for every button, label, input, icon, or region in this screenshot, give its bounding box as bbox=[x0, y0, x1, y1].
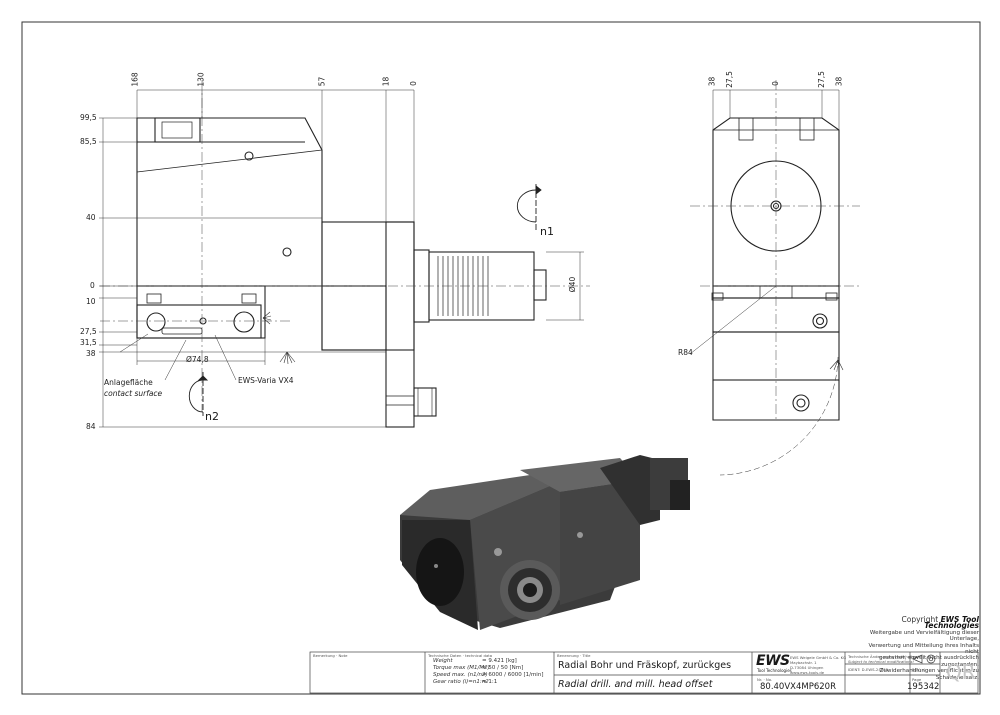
tech-data-label: Technische Daten · technical data bbox=[428, 653, 493, 658]
dim-130: 130 bbox=[196, 72, 206, 87]
part-number: 80.40VX4MP620R bbox=[760, 682, 836, 692]
ratio-label: Gear ratio (i)=n1:n2 bbox=[433, 679, 489, 685]
ews-varia-label: EWS-Varia VX4 bbox=[238, 376, 294, 385]
part-number-label: Nr. · No. bbox=[757, 677, 773, 682]
weight-label: Weight bbox=[433, 658, 453, 664]
company-line: www.ews-tools.de bbox=[790, 670, 825, 675]
copyright-line: Zuwiderhandlungen verpflichten zu Schade… bbox=[879, 668, 979, 681]
weight-value: = 9.421 [kg] bbox=[482, 658, 517, 664]
dim-57: 57 bbox=[317, 76, 327, 87]
dim-99-5: 99,5 bbox=[80, 113, 97, 122]
copyright-line: Verwertung und Mitteilung ihres Inhalts … bbox=[868, 642, 979, 656]
dim-168: 168 bbox=[130, 72, 140, 87]
changes-de: Technische Änderungen vorbehalten! bbox=[848, 654, 919, 659]
ews-logo-sub: Tool Technologies bbox=[757, 668, 792, 673]
designation-label: Benennung · Title bbox=[557, 653, 591, 658]
ident-label: IDENT: D-EWS-24388 bbox=[848, 667, 888, 672]
torque-label: Torque max (M1/M2) bbox=[433, 665, 490, 671]
dim-0-top: 0 bbox=[408, 81, 418, 86]
anlage-de-label: Anlagefläche bbox=[104, 378, 153, 387]
side-view bbox=[711, 117, 840, 421]
copyright-line: gestattet, soweit nicht ausdrücklich zug… bbox=[878, 655, 979, 668]
front-view bbox=[136, 117, 547, 428]
drawing-number: 195342 bbox=[907, 682, 940, 692]
side-dim-27-5-right: 27,5 bbox=[816, 71, 826, 88]
ratio-value: = 1:1 bbox=[482, 679, 498, 685]
dim-85-5: 85,5 bbox=[80, 137, 97, 146]
qr-placeholder: QR bbox=[946, 660, 976, 684]
isometric-render bbox=[400, 455, 690, 630]
dim-31-5: 31,5 bbox=[80, 338, 97, 347]
title-english: Radial drill. and mill. head offset bbox=[558, 679, 713, 690]
remark-label: Bemerkung · Note bbox=[313, 653, 348, 658]
company-line: D-73084 Uhingen bbox=[790, 665, 824, 670]
dim-38-left: 38 bbox=[86, 349, 96, 358]
n2-label: n2 bbox=[205, 410, 219, 423]
copyright-line: Weitergabe und Vervielfältigung dieser U… bbox=[869, 629, 979, 643]
copyright-note: Copyright EWS Tool Technologies Weiterga… bbox=[857, 615, 979, 681]
dim-18: 18 bbox=[381, 76, 391, 87]
side-dim-38-right: 38 bbox=[834, 76, 844, 87]
side-dim-38-left: 38 bbox=[707, 76, 717, 87]
dim-40-left: 40 bbox=[86, 213, 96, 222]
speed-value: = 6000 / 6000 [1/min] bbox=[482, 672, 544, 678]
drawing-number-label: Page bbox=[912, 677, 922, 682]
title-german: Radial Bohr und Fräskopf, zurückges bbox=[558, 660, 732, 671]
company-line: Maybachstr. 1 bbox=[790, 660, 817, 665]
dim-0-left: 0 bbox=[90, 281, 95, 290]
dim-27-5: 27,5 bbox=[80, 327, 97, 336]
title-block-frame bbox=[309, 651, 979, 694]
dim-10: 10 bbox=[86, 297, 96, 306]
n1-label: n1 bbox=[540, 225, 554, 238]
diameter-74-label: Ø74,8 bbox=[186, 355, 209, 364]
side-dim-0: 0 bbox=[770, 81, 780, 86]
ews-logo: EWS bbox=[756, 653, 790, 669]
torque-value: = 50 / 50 [Nm] bbox=[482, 665, 524, 671]
copyright-brand: EWS Tool Technologies bbox=[924, 615, 979, 631]
copyright-word: Copyright bbox=[901, 615, 939, 624]
changes-en: Subject to technical modifications! bbox=[848, 659, 915, 664]
anlage-en-label: contact surface bbox=[104, 389, 163, 398]
radius-label: R84 bbox=[678, 348, 693, 357]
dim-84: 84 bbox=[86, 422, 96, 431]
rev-label: REV: -/- bbox=[912, 667, 926, 672]
speed-label: Speed max. (n1/n2) bbox=[433, 672, 488, 678]
diameter-40-label: Ø40 bbox=[568, 276, 578, 293]
side-dim-27-5-left: 27,5 bbox=[724, 71, 734, 88]
company-line: EWS Weigele GmbH & Co. KG bbox=[790, 655, 847, 660]
